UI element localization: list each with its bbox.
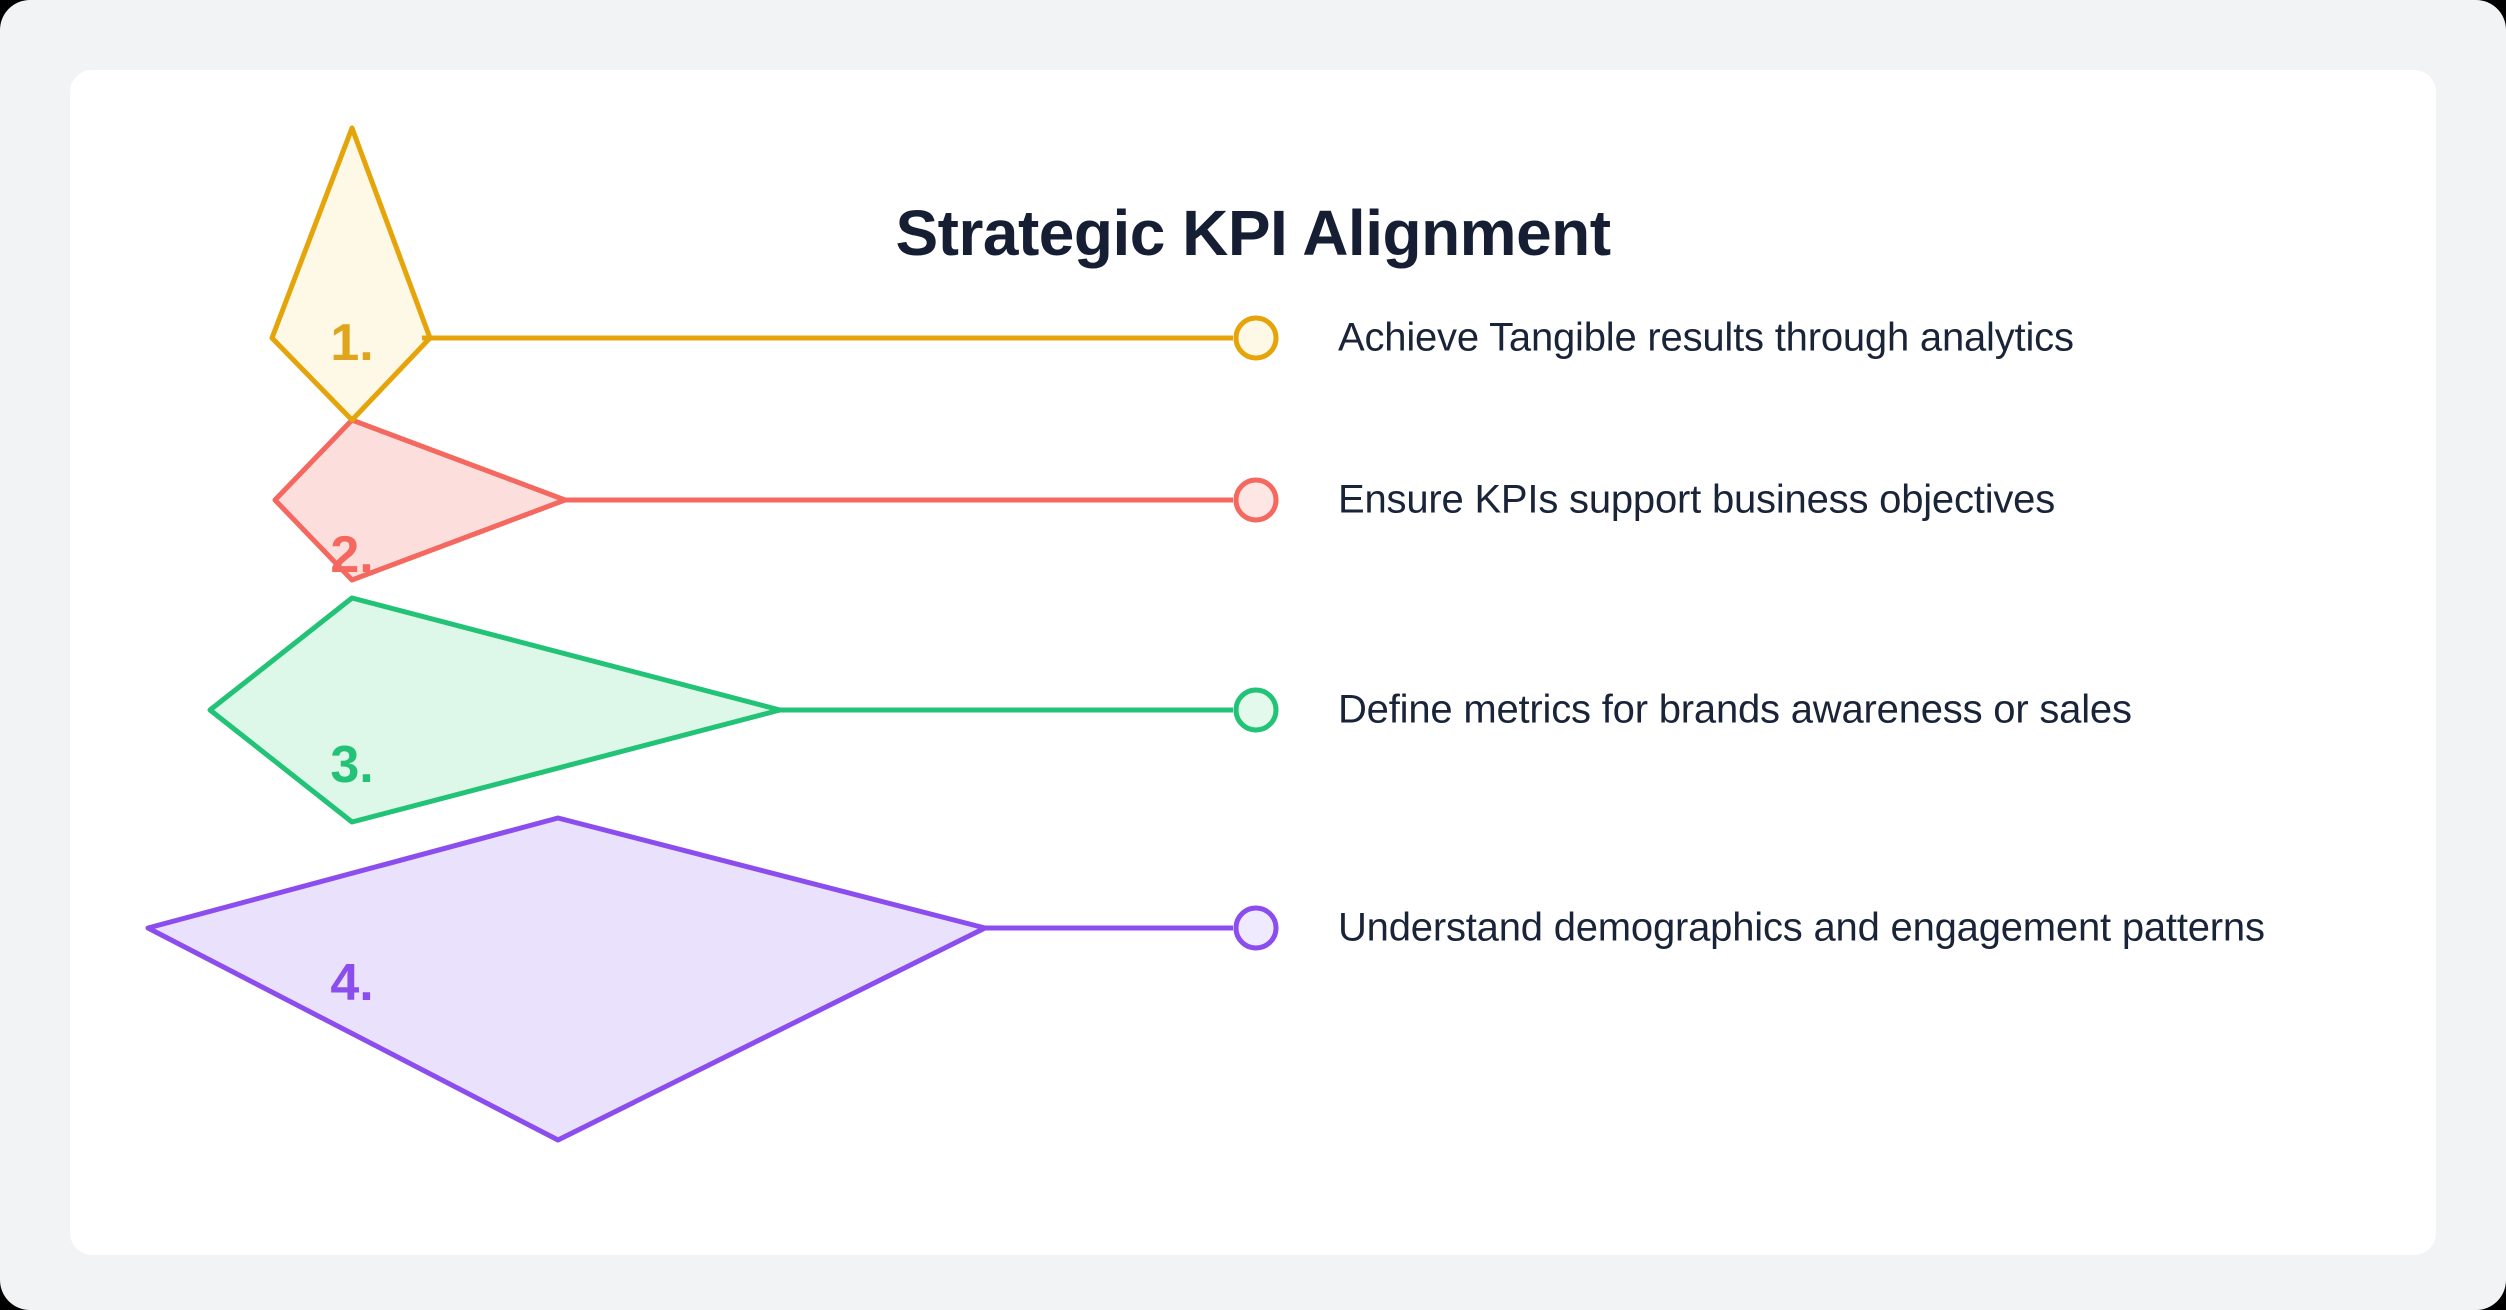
step-2-label: Ensure KPIs support business objectives [1338,477,2056,522]
step-4-shape[interactable] [145,815,988,1143]
step-1-shape[interactable] [269,125,433,423]
diagram-step-2[interactable]: 2. [272,417,1279,584]
infographic-card: Strategic KPI Alignment 4. 3. [70,70,2436,1255]
step-2-shape[interactable] [272,417,568,583]
step-2-node-circle[interactable] [1233,477,1279,523]
step-1-node-circle[interactable] [1233,315,1279,361]
step-1-label: Achieve Tangible results through analyti… [1338,315,2074,360]
diagram-step-1[interactable]: 1. [269,125,1279,423]
step-3-node-circle[interactable] [1233,687,1279,733]
page-title: Strategic KPI Alignment [895,197,1611,269]
diagram-step-4[interactable]: 4. [145,815,1279,1143]
step-4-number: 4. [330,954,373,1012]
step-2-number: 2. [330,526,373,584]
step-1-number: 1. [330,314,373,372]
step-4-node-circle[interactable] [1233,905,1279,951]
kpi-diagram: 4. 3. 2. 1. [145,125,1279,1143]
step-3-shape[interactable] [207,595,783,825]
step-4-label: Understand demographics and engagement p… [1338,905,2265,950]
diagram-step-3[interactable]: 3. [207,595,1279,825]
step-3-label: Define metrics for brands awareness or s… [1338,687,2132,732]
step-3-number: 3. [330,736,373,794]
